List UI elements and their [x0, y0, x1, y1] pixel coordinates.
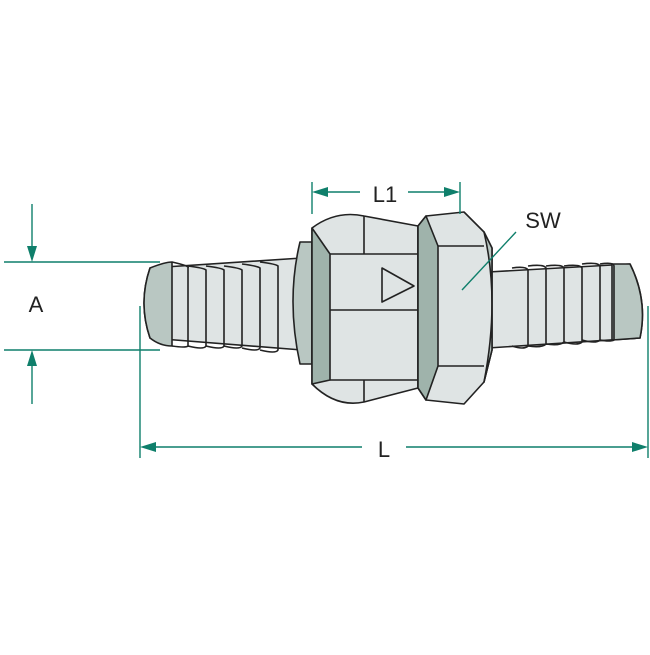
dimension-a-arrowhead-top-icon [27, 246, 37, 262]
dimension-l-arrowhead-left-icon [140, 442, 156, 452]
right-hose-barb [487, 262, 644, 349]
left-hose-barb [143, 257, 303, 353]
right-nut-edge-lines [438, 245, 484, 367]
flow-arrow-icon [381, 267, 415, 303]
dimension-l1-arrowhead-left-icon [312, 187, 328, 197]
left-nut-collar [292, 241, 313, 365]
left-barb-tip [143, 261, 173, 347]
left-nut-edge-lines [330, 216, 418, 402]
dimension-a-arrowhead-bottom-icon [27, 350, 37, 366]
right-nut-collar [483, 231, 493, 383]
right-barb-tip [611, 263, 644, 341]
right-hex-nut [417, 211, 493, 405]
dimension-l1 [311, 182, 461, 214]
dimension-a-label: A [29, 292, 44, 317]
dimension-l-label: L [378, 437, 390, 462]
left-hex-nut [292, 213, 419, 404]
right-nut-shade [417, 215, 439, 401]
dimension-l [139, 306, 649, 458]
flow-direction-arrow [381, 267, 415, 303]
dimension-a [4, 204, 160, 404]
dimension-l-arrowhead-right-icon [632, 442, 648, 452]
sw-label: SW [525, 208, 561, 233]
left-barb-ridges [171, 261, 279, 353]
sw-leader-line [461, 231, 517, 291]
dimension-l1-label: L1 [373, 182, 397, 207]
right-barb-ridges [511, 262, 615, 349]
left-nut-shade [311, 227, 331, 385]
dimension-l1-arrowhead-right-icon [444, 187, 460, 197]
